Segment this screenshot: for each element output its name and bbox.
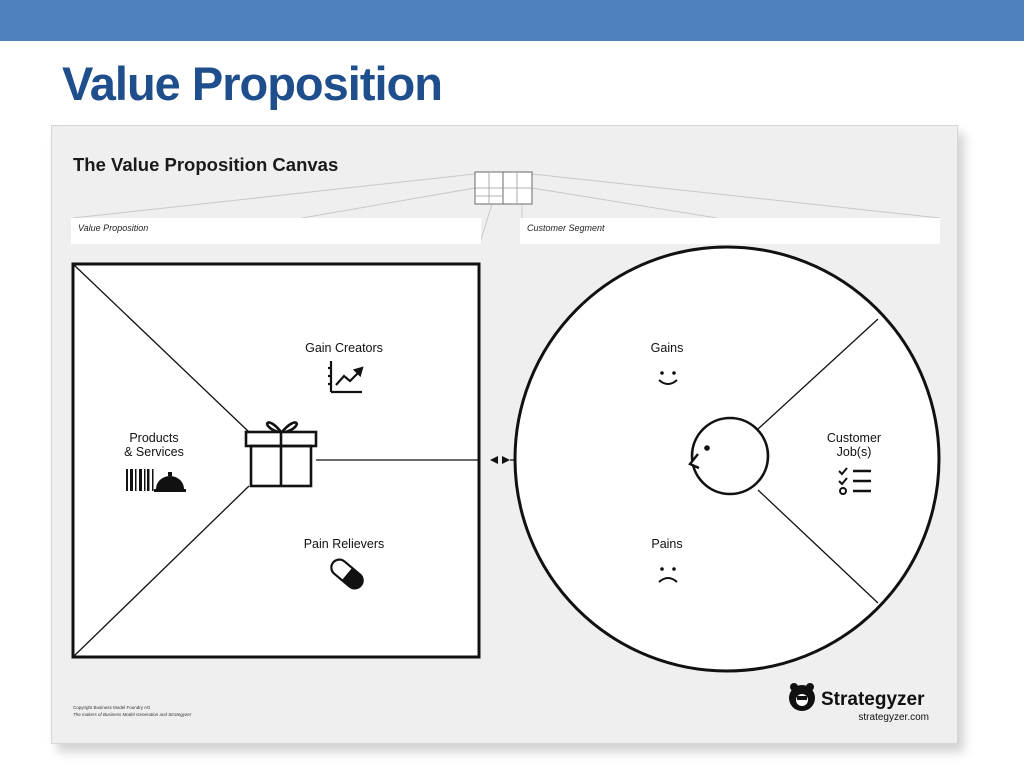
arrow-left-head	[490, 456, 498, 464]
value-proposition-header	[71, 218, 481, 244]
strategyzer-url: strategyzer.com	[858, 712, 929, 723]
chart-up-icon	[328, 361, 364, 394]
smiley-icon	[658, 371, 678, 385]
pain-relievers-label: Pain Relievers	[304, 537, 385, 551]
pains-label: Pains	[651, 537, 682, 551]
mini-canvas-icon	[72, 171, 941, 244]
canvas-title: The Value Proposition Canvas	[73, 154, 338, 175]
makers-text: The makers of Business Model Generation …	[73, 712, 192, 717]
gain-creators-label: Gain Creators	[305, 341, 383, 355]
customer-segment-header	[520, 218, 940, 244]
gift-icon	[244, 421, 318, 488]
checklist-icon	[838, 467, 871, 495]
value-map-square	[71, 262, 481, 659]
customer-face-icon	[688, 416, 770, 496]
strategyzer-brand: Strategyzer	[821, 689, 925, 710]
service-bell-icon	[154, 472, 186, 492]
slide-title: Value Proposition	[62, 57, 443, 110]
products-services-label-line1: Products	[129, 431, 178, 445]
value-proposition-header-label: Value Proposition	[78, 223, 148, 233]
value-proposition-canvas: The Value Proposition Canvas Value Propo…	[51, 125, 958, 744]
customer-segment-header-label: Customer Segment	[527, 223, 605, 233]
canvas-drawing: The Value Proposition Canvas Value Propo…	[71, 154, 941, 723]
strategyzer-logo-icon	[789, 683, 815, 711]
pill-icon	[330, 558, 364, 590]
arrow-right-head	[502, 456, 510, 464]
products-services-label-line2: & Services	[124, 445, 184, 459]
top-accent-bar	[0, 0, 1024, 41]
frowny-icon	[658, 567, 678, 583]
customer-jobs-label-line2: Job(s)	[837, 445, 872, 459]
copyright-text: Copyright Business Model Foundry AG	[73, 705, 151, 710]
customer-jobs-label-line1: Customer	[827, 431, 881, 445]
barcode-icon	[126, 469, 154, 491]
gains-label: Gains	[651, 341, 684, 355]
